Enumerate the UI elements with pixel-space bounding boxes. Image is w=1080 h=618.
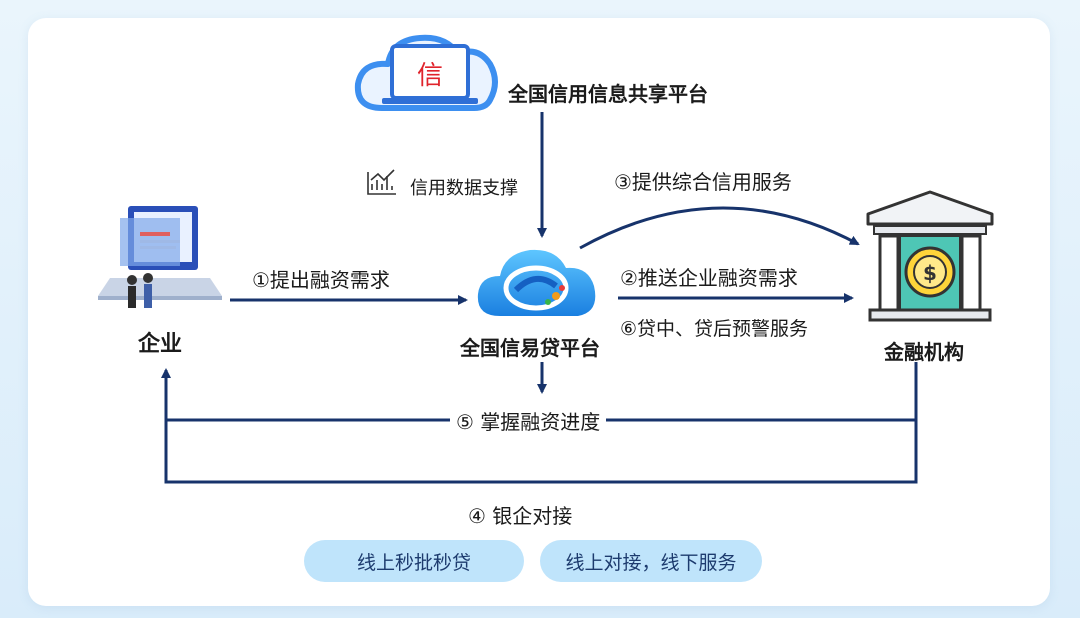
arrow-step3	[579, 206, 860, 250]
step1-label: ①提出融资需求	[252, 268, 390, 292]
step4-label: ④ 银企对接	[468, 504, 573, 528]
credit-platform-label: 全国信用信息共享平台	[508, 82, 708, 106]
xinyidai-platform-label: 全国信易贷平台	[460, 336, 600, 360]
pill-instant-approval: 线上秒批秒贷	[304, 540, 524, 582]
data-support-label: 信用数据支撑	[410, 178, 518, 199]
step5-label: ⑤ 掌握融资进度	[450, 406, 607, 435]
enterprise-label: 企业	[138, 332, 183, 357]
pill-online-offline: 线上对接，线下服务	[540, 540, 762, 582]
step6-label: ⑥贷中、贷后预警服务	[620, 318, 809, 340]
step3-label: ③提供综合信用服务	[614, 170, 792, 194]
step2-label: ②推送企业融资需求	[620, 266, 798, 290]
financial-institution-label: 金融机构	[884, 340, 964, 364]
arrow-step4	[161, 368, 918, 484]
